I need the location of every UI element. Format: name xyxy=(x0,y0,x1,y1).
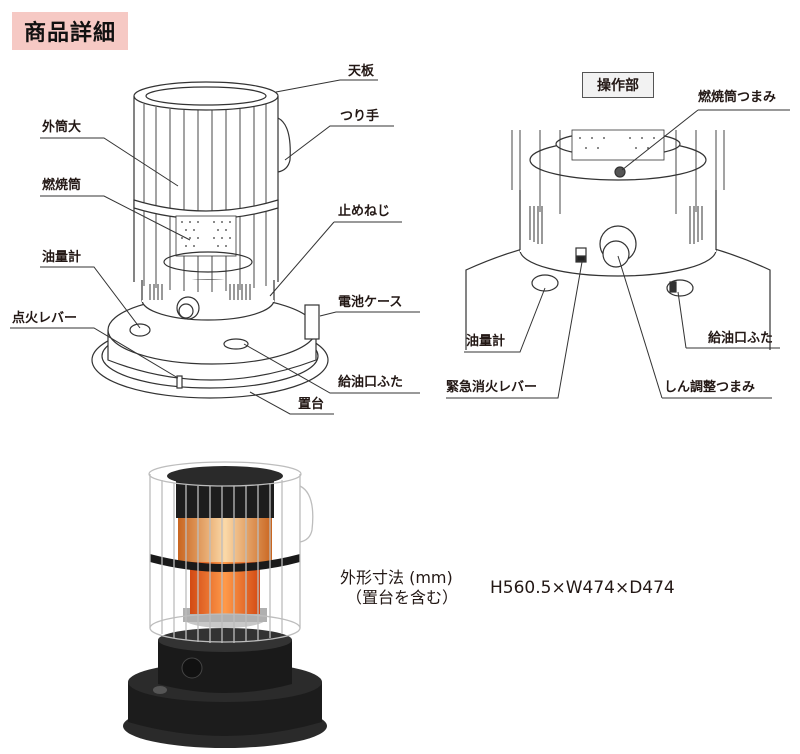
dimension-label-block: 外形寸法 (mm) （置台を含む） xyxy=(340,568,458,608)
dimension-value: H560.5×W474×D474 xyxy=(490,578,675,598)
label-fuel-cap: 給油口ふた xyxy=(338,375,404,390)
label-handle: つり手 xyxy=(340,109,380,124)
label-oil-gauge-controls: 油量計 xyxy=(466,334,506,349)
label-fuel-cap-controls: 給油口ふた xyxy=(708,331,774,346)
label-base: 置台 xyxy=(298,397,325,412)
label-top-plate: 天板 xyxy=(348,64,375,79)
dimension-note: （置台を含む） xyxy=(346,588,459,607)
heater-product-photo xyxy=(123,461,327,748)
label-outer-cylinder: 外筒大 xyxy=(42,120,82,135)
label-emergency-lever: 緊急消火レバー xyxy=(446,380,538,395)
label-battery-case: 電池ケース xyxy=(338,295,403,310)
label-ignition-lever: 点火レバー xyxy=(12,311,78,326)
section-title-badge: 商品詳細 xyxy=(12,12,128,50)
label-wick-knob: しん調整つまみ xyxy=(664,380,756,395)
label-combustion-tube: 燃焼筒 xyxy=(42,178,82,193)
dimension-label: 外形寸法 (mm) xyxy=(340,568,453,587)
controls-section-title: 操作部 xyxy=(582,72,654,98)
label-combustion-tube-knob: 燃焼筒つまみ xyxy=(698,90,777,105)
label-stop-screw: 止めねじ xyxy=(338,204,391,219)
label-oil-gauge: 油量計 xyxy=(42,250,82,265)
